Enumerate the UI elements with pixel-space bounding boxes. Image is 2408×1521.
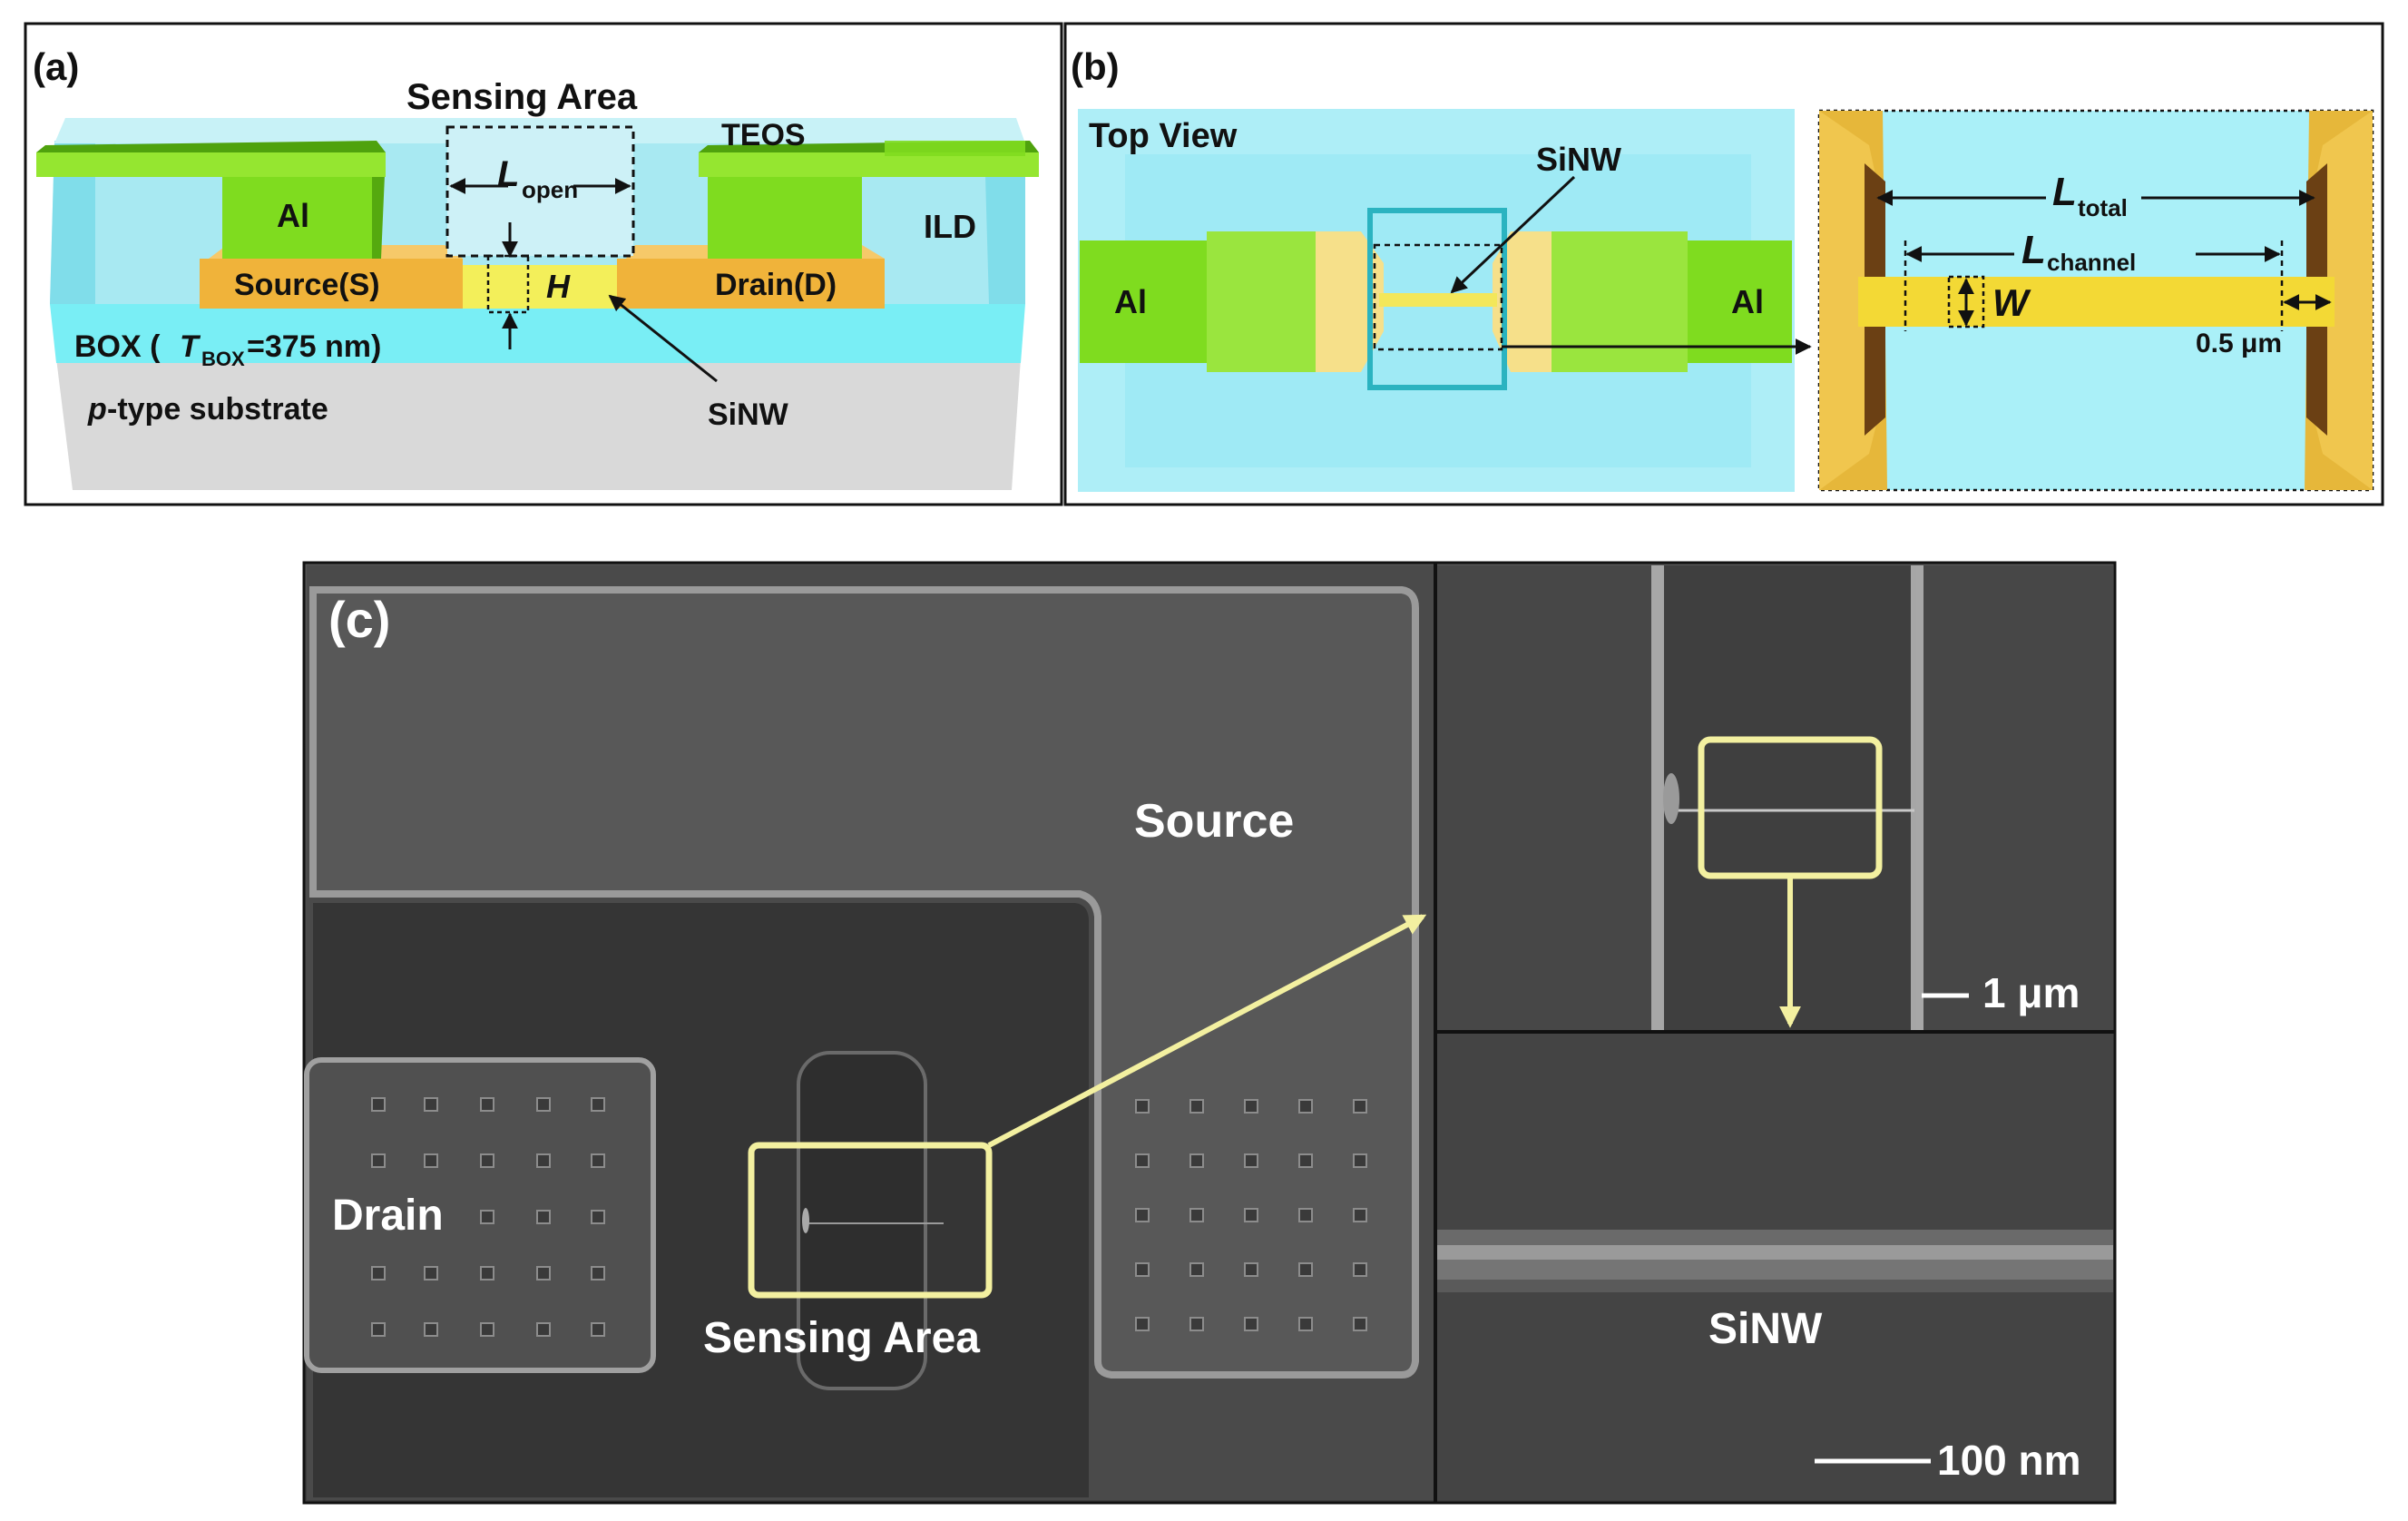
svg-text:open: open xyxy=(522,176,578,203)
h-label: H xyxy=(546,268,571,305)
scale-1um-label: 1 μm xyxy=(1982,969,2080,1016)
panel-a: (a) Sensing Area TEOS Al ILD L open Sour… xyxy=(24,22,1063,506)
drain-contact-holes xyxy=(371,1097,605,1337)
svg-text:L: L xyxy=(2052,170,2077,214)
l-open-label: L open xyxy=(497,154,578,203)
al-right-label: Al xyxy=(1731,283,1764,320)
box-thickness-label: BOX ( T BOX =375 nm) xyxy=(74,329,381,370)
drain-label-a: Drain(D) xyxy=(715,268,837,302)
source-label-c: Source xyxy=(1134,795,1294,848)
al-left-label: Al xyxy=(1114,283,1147,320)
drain-region xyxy=(617,259,885,309)
svg-text:channel: channel xyxy=(2047,249,2136,276)
panel-c-tag: (c) xyxy=(328,591,390,648)
panel-b-tag: (b) xyxy=(1071,45,1120,88)
sensing-area-label-c: Sensing Area xyxy=(703,1314,980,1362)
sinw-channel xyxy=(463,265,617,309)
source-label-a: Source(S) xyxy=(234,268,380,302)
sem-main xyxy=(304,565,1435,1500)
ild-label: ILD xyxy=(924,208,976,245)
source-contact-holes xyxy=(1135,1099,1367,1331)
svg-text:-type substrate: -type substrate xyxy=(107,392,328,427)
w-label: W xyxy=(1992,281,2031,324)
sinw-label-c: SiNW xyxy=(1708,1305,1823,1353)
top-view-label: Top View xyxy=(1089,117,1238,155)
source-electrode xyxy=(309,586,1419,1379)
scale-100nm-label: 100 nm xyxy=(1937,1437,2081,1484)
sinw-top-view xyxy=(1379,293,1497,307)
zoom-panel-b xyxy=(1817,109,2374,492)
sem-inset-1um xyxy=(1437,565,2113,1030)
sensing-area-label-a: Sensing Area xyxy=(406,77,638,117)
sensing-well xyxy=(797,1051,927,1390)
substrate-label: p -type substrate xyxy=(87,392,328,427)
sinw-label-b: SiNW xyxy=(1536,141,1621,178)
half-um-label: 0.5 μm xyxy=(2196,329,2282,358)
svg-text:L: L xyxy=(2021,228,2046,272)
svg-text:T: T xyxy=(180,329,201,364)
l-total-label: L total xyxy=(2052,170,2128,221)
panel-a-tag: (a) xyxy=(33,45,79,88)
svg-text:BOX: BOX xyxy=(201,348,245,370)
panel-c: (c) Source Drain Sensing Area 1 μm 100 n… xyxy=(302,561,2117,1505)
zoom-box-main xyxy=(748,1142,993,1299)
l-channel-label: L channel xyxy=(2021,228,2136,276)
source-region xyxy=(200,259,463,309)
svg-text:=375 nm): =375 nm) xyxy=(247,329,381,364)
teos-label: TEOS xyxy=(721,118,806,152)
sinw-zoom xyxy=(1858,277,2335,327)
box-layer xyxy=(50,304,1025,363)
sem-inset-100nm xyxy=(1437,1034,2113,1500)
sensing-opening xyxy=(445,125,635,258)
substrate-layer xyxy=(56,358,1021,490)
sinw-label-a: SiNW xyxy=(708,397,789,432)
panel-b: (b) Top View SiNW Al Al L total L channe… xyxy=(1063,22,2384,506)
svg-text:BOX (: BOX ( xyxy=(74,329,161,364)
svg-text:L: L xyxy=(497,154,519,194)
al-label-a: Al xyxy=(277,197,309,234)
svg-text:total: total xyxy=(2078,194,2128,221)
svg-text:p: p xyxy=(87,392,107,427)
drain-label-c: Drain xyxy=(332,1192,444,1240)
opening-box xyxy=(1367,208,1507,390)
